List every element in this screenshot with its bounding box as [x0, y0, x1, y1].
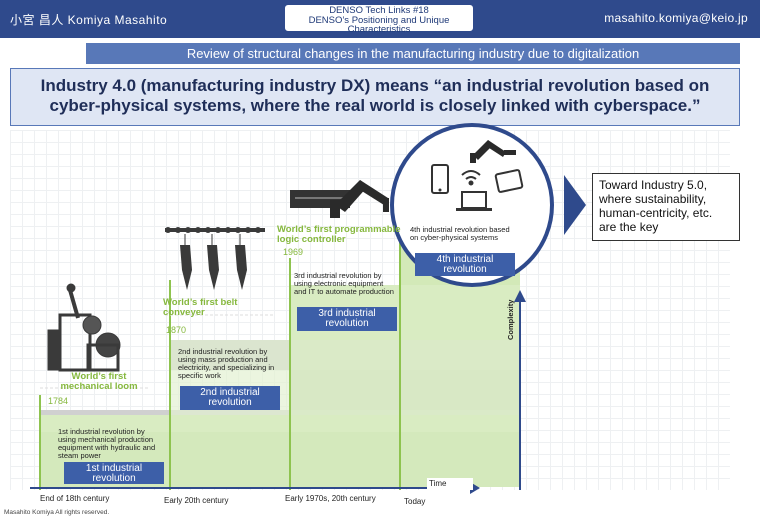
x-label-18th-century: End of 18th century — [40, 494, 110, 503]
step-3-lower — [290, 340, 520, 415]
milestone-conveyor-year: 1870 — [166, 325, 187, 335]
x-label-1970s: Early 1970s, 20th century — [285, 494, 376, 503]
revolution-3-box: 3rd industrial revolution — [297, 307, 397, 331]
event-title-line: DENSO’s Positioning and Unique — [308, 14, 450, 26]
revolution-4-description: 4th industrial revolution based on cyber… — [410, 225, 510, 242]
industry-5-box: Toward Industry 5.0, where sustainabilit… — [592, 173, 740, 241]
revolution-2-description: 2nd industrial revolution by using mass … — [178, 347, 275, 380]
time-axis-label: Time — [427, 478, 473, 490]
milestone-loom-year: 1784 — [48, 396, 69, 406]
revolution-1-description: 1st industrial revolution by using mecha… — [58, 427, 156, 460]
author-name: 小宮 昌人 Komiya Masahito — [10, 13, 168, 27]
laptop-icon — [456, 191, 492, 211]
milestone-plc-year: 1969 — [283, 247, 304, 257]
section-subtitle: Review of structural changes in the manu… — [86, 43, 740, 64]
milestone-loom-label: World’s first mechanical loom — [60, 371, 138, 392]
tablet-icon — [494, 169, 524, 193]
revolution-2-box: 2nd industrial revolution — [180, 386, 280, 410]
loom-icon — [47, 283, 121, 372]
event-title-line: DENSO Tech Links #18 — [329, 5, 429, 16]
complexity-axis-label: Complexity — [506, 299, 515, 340]
conveyor-icon — [165, 227, 265, 290]
smartphone-icon — [431, 164, 449, 194]
milestone-plc-label: World’s first programmable logic control… — [277, 224, 401, 245]
copyright-footer: Masahito Komiya All rights reserved. — [4, 509, 110, 516]
x-label-today: Today — [404, 497, 426, 506]
wifi-icon — [461, 170, 481, 186]
author-email: masahito.komiya@keio.jp — [604, 11, 748, 25]
milestone-conveyor-label: World’s first belt conveyer — [163, 297, 238, 318]
revolution-1-box: 1st industrial revolution — [64, 462, 164, 484]
headline-line: Industry 4.0 (manufacturing industry DX)… — [40, 76, 710, 95]
event-title-box: DENSO Tech Links #18 DENSO’s Positioning… — [283, 3, 475, 35]
revolution-4-box: 4th industrial revolution — [415, 253, 515, 276]
event-title-line: Characteristics — [347, 24, 411, 35]
headline-box: Industry 4.0 (manufacturing industry DX)… — [10, 68, 740, 126]
small-robot-arm-icon — [470, 140, 516, 163]
complexity-arrow-icon — [514, 290, 526, 302]
x-label-early-20th: Early 20th century — [164, 496, 229, 505]
toward-5-arrow-icon — [564, 175, 586, 235]
robot-arm-icon — [290, 180, 389, 218]
revolution-3-description: 3rd industrial revolution by using elect… — [294, 271, 394, 296]
headline-line: cyber-physical systems, where the real w… — [49, 96, 701, 115]
